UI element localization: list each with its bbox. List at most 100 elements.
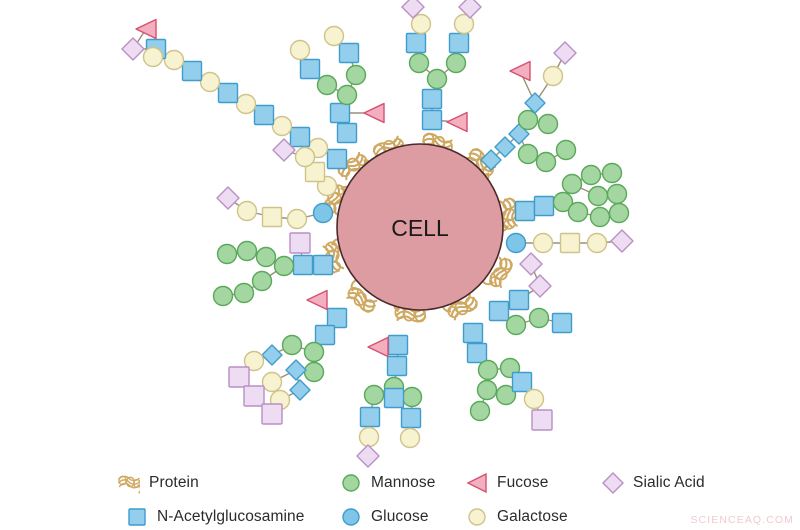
galactose-circle [523,388,545,410]
glcnac-square [181,60,203,82]
glcnac-square [488,300,510,322]
watermark: SCIENCEAQ.COM [690,514,794,526]
cell-body: CELL [336,143,504,311]
galactose-icon [466,506,488,528]
legend-item-glcnac[interactable]: N-Acetylglucosamine [126,506,305,528]
glcnac-square [326,148,348,170]
legend-label: Fucose [497,474,549,491]
mannose-circle [336,84,358,106]
legend-item-galactose[interactable]: Galactose [466,506,568,528]
mannose-circle [535,151,557,173]
galactose-circle [289,39,311,61]
glcnac-square [292,254,314,276]
protein-coil-icon [118,472,140,494]
mannose-circle [426,68,448,90]
glcnac-diamond [524,92,546,114]
sialic-acid-diamond [610,229,634,253]
glycan-symbol-layer [121,0,634,468]
galactose-circle [532,232,554,254]
galactose-square [559,232,581,254]
glcnac-square [383,387,405,409]
fucose-triangle [446,111,468,133]
cell-label: CELL [391,215,449,241]
glcnac-diamond [494,136,516,158]
sialic-acid-diamond [519,252,543,276]
sialic-acid-diamond [216,186,240,210]
mannose-circle [555,139,577,161]
mannose-circle [476,379,498,401]
legend-item-glucose[interactable]: Glucose [340,506,429,528]
glucose-circle [312,202,334,224]
glcnac-square [421,109,443,131]
galactose-circle [410,13,432,35]
glcnac-square [326,307,348,329]
mannose-icon [340,472,362,494]
glcnac-square [359,406,381,428]
galactose-circle [323,25,345,47]
glcnac-square [514,200,536,222]
fucose-triangle [509,60,531,82]
mannose-circle [477,359,499,381]
galactose-circle [199,71,221,93]
mannose-circle [363,384,385,406]
mannose-circle [401,386,423,408]
fucose-icon [466,472,488,494]
sialic-acid-square [289,232,311,254]
legend-label: Protein [149,474,199,491]
glcnac-square [448,32,470,54]
mannose-circle [528,307,550,329]
glcnac-icon [126,506,148,528]
glcnac-square [421,88,443,110]
galactose-circle [294,146,316,168]
legend-item-fucose[interactable]: Fucose [466,472,548,494]
high-mannose-glycan-left [212,232,334,307]
mannose-circle [601,162,623,184]
galactose-chain-upper-left-inner [272,138,338,197]
mannose-circle [608,202,630,224]
glcnac-diamond [261,344,283,366]
glycolipid-chain-left [216,186,334,230]
glcnac-diamond [289,379,311,401]
galactose-circle [243,350,265,372]
glycolipid-chain-right [505,229,634,254]
legend-label: Mannose [371,474,436,491]
mannose-circle [273,255,295,277]
galactose-circle [358,426,380,448]
fucose-triangle [306,289,328,311]
galactose-circle [542,65,564,87]
mannose-circle [316,74,338,96]
galactose-circle [235,93,257,115]
high-mannose-glycan-right [514,162,630,228]
legend-item-protein-coil[interactable]: Protein [118,472,199,494]
fucose-triangle [363,102,385,124]
legend-label: Sialic Acid [633,474,705,491]
sialic-acid-diamond [553,41,577,65]
galactose-circle [261,371,283,393]
fucose-triangle [135,18,157,40]
glcnac-square [314,324,336,346]
mannose-circle [216,243,238,265]
legend-item-mannose[interactable]: Mannose [340,472,435,494]
galactose-circle [236,200,258,222]
legend-label: N-Acetylglucosamine [157,508,305,525]
hybrid-n-glycan-upper-right [480,41,577,173]
mannose-circle [251,270,273,292]
mannose-circle [233,282,255,304]
sialic-acid-diamond [272,138,296,162]
galactose-circle [399,427,421,449]
sialic-acid-square [531,409,553,431]
glcnac-square [533,195,555,217]
mannose-circle [303,361,325,383]
glcnac-square [217,82,239,104]
glucose-icon [340,506,362,528]
sialic-acid-square [243,385,265,407]
glcnac-square [386,355,408,377]
glcnac-square [462,322,484,344]
sialic-acid-diamond [356,444,380,468]
galactose-circle [586,232,608,254]
legend-item-sialic-acid[interactable]: Sialic Acid [602,472,705,494]
mannose-circle [567,201,589,223]
mannose-circle [212,285,234,307]
